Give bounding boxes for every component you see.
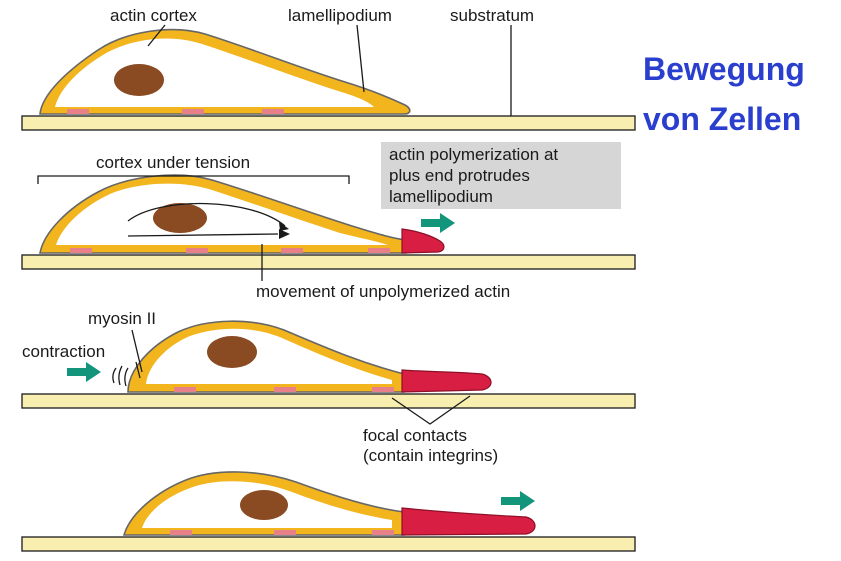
leader-focal-contacts <box>391 395 471 425</box>
label-actin-cortex: actin cortex <box>110 6 197 25</box>
label-focal-contacts-1: focal contacts <box>363 426 467 445</box>
focal-contact <box>174 387 196 392</box>
label-polymerization-2: plus end protrudes <box>389 166 530 185</box>
tension-bracket <box>37 175 350 184</box>
cytoplasm-3 <box>146 328 392 384</box>
direction-arrow-icon <box>421 213 455 233</box>
title-line-2: von Zellen <box>643 101 801 137</box>
focal-contact <box>372 530 394 535</box>
label-polymerization-1: actin polymerization at <box>389 145 558 164</box>
label-cortex-under-tension: cortex under tension <box>96 153 250 172</box>
focal-contact <box>372 387 394 392</box>
label-movement-unpolymerized: movement of unpolymerized actin <box>256 282 510 301</box>
label-polymerization-3: lamellipodium <box>389 187 493 206</box>
label-contraction: contraction <box>22 342 105 361</box>
flow-arrow-lower <box>127 233 279 237</box>
title-line-1: Bewegung <box>643 51 805 87</box>
focal-contact <box>170 530 192 535</box>
focal-contact <box>262 109 284 114</box>
direction-arrow-icon <box>67 362 101 382</box>
label-lamellipodium: lamellipodium <box>288 6 392 25</box>
focal-contact <box>281 248 303 253</box>
polymerized-actin-3 <box>401 369 492 393</box>
polymerized-actin-2 <box>401 228 445 254</box>
focal-contact <box>274 530 296 535</box>
cytoplasm-2 <box>56 183 388 245</box>
focal-contact <box>368 248 390 253</box>
nucleus-2 <box>153 203 207 233</box>
label-focal-contacts-2: (contain integrins) <box>363 446 498 465</box>
panel-2: cortex under tension actin polymerizatio… <box>21 142 636 301</box>
nucleus-1 <box>114 64 164 96</box>
label-substratum: substratum <box>450 6 534 25</box>
panel-1: actin cortex lamellipodium substratum <box>21 6 636 131</box>
direction-arrow-icon <box>501 491 535 511</box>
leader-lamellipodium <box>356 24 365 93</box>
leader-contraction <box>135 361 141 379</box>
leader-actin-cortex <box>147 24 166 47</box>
focal-contact <box>274 387 296 392</box>
nucleus-3 <box>207 336 257 368</box>
label-myosin: myosin II <box>88 309 156 328</box>
substratum-1 <box>21 115 636 131</box>
focal-contact <box>182 109 204 114</box>
flow-arrowhead-icon <box>279 229 290 239</box>
substratum-4 <box>21 536 636 552</box>
focal-contact <box>70 248 92 253</box>
panel-4 <box>21 471 636 552</box>
flow-arrow-upper <box>127 202 286 227</box>
focal-contact <box>67 109 89 114</box>
substratum-3 <box>21 393 636 409</box>
info-box <box>381 142 621 209</box>
panel-3: myosin II contraction focal contacts (co… <box>21 309 636 465</box>
nucleus-4 <box>240 490 288 520</box>
contraction-wave-icon <box>112 365 129 387</box>
focal-contact <box>186 248 208 253</box>
substratum-2 <box>21 254 636 270</box>
polymerized-actin-4 <box>401 507 536 536</box>
leader-myosin <box>131 329 143 373</box>
flow-arrowhead-icon <box>279 222 289 231</box>
